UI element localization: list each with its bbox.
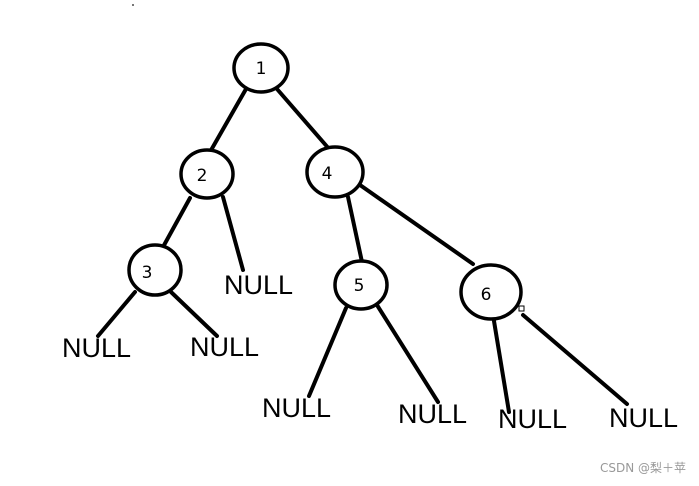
null-leaf-3-right: NULL [190, 332, 259, 362]
edge-1-2 [208, 87, 248, 154]
node-label: 6 [481, 285, 492, 305]
edge-5-null-left [307, 306, 348, 398]
edge-2-3 [161, 196, 192, 249]
edge-5-null-right [375, 303, 440, 404]
stray-speck [132, 4, 134, 6]
tree-node-5: 5 [333, 259, 389, 311]
edge-6-handle [518, 305, 525, 312]
tree-node-6: 6 [459, 263, 523, 321]
null-leaf-3-left: NULL [62, 333, 131, 363]
edge-3-null-right [169, 290, 219, 338]
watermark: CSDN @梨＋苹 [600, 461, 686, 475]
null-leaf-5-right: NULL [398, 399, 467, 429]
edge-6-null-left [491, 313, 511, 414]
edge-6-null-right [521, 313, 629, 406]
edge-3-null-left [96, 290, 137, 338]
node-label: 2 [197, 166, 208, 186]
tree-node-2: 2 [179, 148, 235, 200]
tree-node-1: 1 [232, 42, 290, 94]
null-leaf-2-right: NULL [224, 270, 293, 300]
null-leaf-6-right: NULL [609, 403, 678, 433]
edge-4-5 [346, 195, 364, 264]
edge-1-4 [275, 87, 332, 152]
node-label: 1 [256, 59, 267, 79]
edge-4-6 [358, 183, 475, 266]
tree-node-3: 3 [127, 243, 183, 297]
node-label: 3 [142, 263, 153, 283]
node-label: 4 [322, 164, 333, 184]
node-label: 5 [354, 276, 365, 296]
null-leaf-5-left: NULL [262, 393, 331, 423]
edge-2-null [221, 195, 245, 272]
tree-node-4: 4 [305, 145, 365, 199]
null-leaf-6-left: NULL [498, 404, 567, 434]
